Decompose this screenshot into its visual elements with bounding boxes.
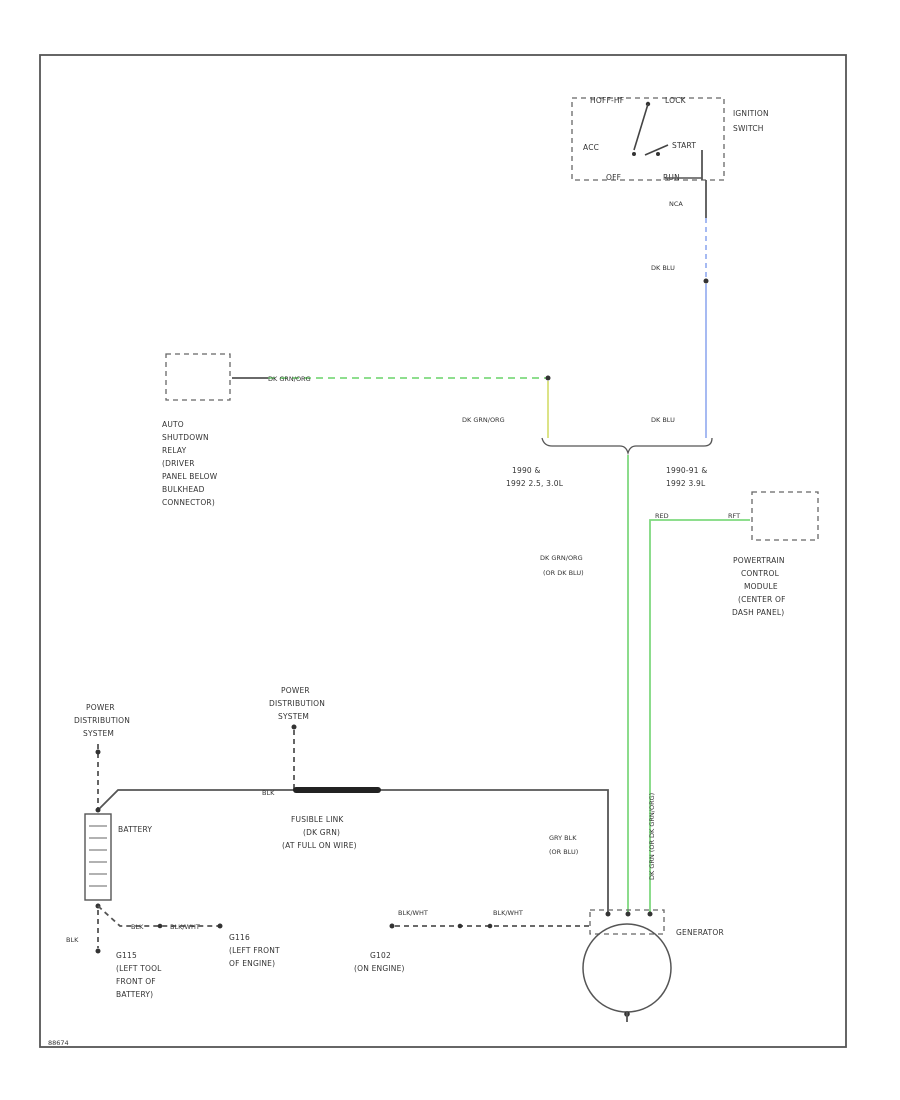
- generator-body: [582, 923, 672, 1013]
- g102-label-2: (ON ENGINE): [354, 964, 405, 973]
- g115-label-3: FRONT OF: [116, 977, 156, 986]
- wire-label-dk-grn-vertical: DK GRN (OR DK GRN/ORG): [648, 793, 656, 880]
- pcm-label-3: MODULE: [744, 582, 778, 591]
- pcm-label-1: POWERTRAIN: [733, 556, 785, 565]
- gen-terminal-2: [625, 911, 631, 917]
- pcm-box: [751, 491, 819, 541]
- wire-batt-ground: [97, 905, 220, 927]
- asd-relay-box: [165, 353, 231, 401]
- battery: [84, 807, 112, 909]
- g115-ground-dot: [95, 948, 101, 954]
- wire-label-asd-dk-grn-org: DK GRN/ORG: [268, 375, 311, 383]
- wire-battery-feed: [97, 789, 609, 912]
- g102-connector: [457, 923, 463, 929]
- wire-label-blk-wht-1: BLK/WHT: [398, 909, 428, 917]
- pdc-mid-1: POWER: [281, 686, 310, 695]
- pcm-label: POWERTRAIN CONTROL MODULE (CENTER OF DAS…: [732, 556, 786, 617]
- split-left-2: 1992 2.5, 3.0L: [506, 479, 564, 488]
- generator: [582, 909, 672, 1022]
- g102-connector-2: [487, 923, 493, 929]
- asd-relay-label: AUTO SHUTDOWN RELAY (DRIVER PANEL BELOW …: [162, 420, 218, 507]
- g102-ground-dot: [389, 923, 395, 929]
- g115-label-2: (LEFT TOOL: [116, 964, 162, 973]
- splice-asd: [545, 375, 551, 381]
- ign-label-hoff: HOFF-HF: [590, 96, 624, 105]
- splice-dk-blu: [703, 278, 709, 284]
- wire-label-blk-wht-2: BLK/WHT: [493, 909, 523, 917]
- wire-label-blk-g116: BLK: [131, 923, 144, 931]
- figure-id: 88674: [48, 1039, 69, 1047]
- ign-label-lock: LOCK: [665, 96, 687, 105]
- ign-contact-run: [656, 152, 660, 156]
- g116-label-2: (LEFT FRONT: [229, 946, 280, 955]
- g116-ground-dot: [217, 923, 223, 929]
- g115-label-4: BATTERY): [116, 990, 153, 999]
- pcm-label-5: DASH PANEL): [732, 608, 784, 617]
- pdc-left-terminal: [95, 749, 101, 755]
- fusible-label-3: (AT FULL ON WIRE): [282, 841, 357, 850]
- asd-label-4: (DRIVER: [162, 459, 195, 468]
- asd-label-2: SHUTDOWN: [162, 433, 209, 442]
- generator-connector: [589, 909, 665, 935]
- split-left-1: 1990 &: [512, 466, 541, 475]
- pdc-mid-terminal: [291, 724, 297, 730]
- wire-label-dk-blu-top: DK BLU: [651, 264, 675, 272]
- wire-label-blk-wht: BLK/WHT: [170, 923, 200, 931]
- pcm-label-2: CONTROL: [741, 569, 780, 578]
- battery-body: [84, 813, 112, 901]
- split-right-2: 1992 3.9L: [666, 479, 706, 488]
- wire-label-blk-pdc: BLK: [262, 789, 275, 797]
- asd-label-1: AUTO: [162, 420, 184, 429]
- ignition-switch-name-1: IGNITION: [733, 109, 769, 118]
- battery-label: BATTERY: [118, 825, 152, 834]
- wire-label-blk-batt: BLK: [66, 936, 79, 944]
- wire-label-pcm-right: RFT: [728, 512, 740, 520]
- fusible-label-2: (DK GRN): [303, 828, 340, 837]
- g116-label-3: OF ENGINE): [229, 959, 275, 968]
- ign-label-acc: ACC: [583, 143, 599, 152]
- wire-label-dk-blu-bottom: DK BLU: [651, 416, 675, 424]
- asd-label-6: BULKHEAD: [162, 485, 205, 494]
- wire-pcm: [649, 519, 750, 912]
- ign-contact-acc: [632, 152, 636, 156]
- ign-label-start: START: [672, 141, 696, 150]
- g102-label-1: G102: [370, 951, 391, 960]
- pdc-mid-label: POWER DISTRIBUTION SYSTEM: [269, 686, 325, 721]
- pdc-mid-2: DISTRIBUTION: [269, 699, 325, 708]
- wire-label-dk-grn-org-2: DK GRN/ORG: [462, 416, 505, 424]
- ignition-switch-box: [571, 97, 725, 181]
- pdc-left-label: POWER DISTRIBUTION SYSTEM: [74, 703, 130, 738]
- g116-label-1: G116: [229, 933, 250, 942]
- pdc-left-1: POWER: [86, 703, 115, 712]
- asd-label-7: CONNECTOR): [162, 498, 215, 507]
- asd-label-5: PANEL BELOW: [162, 472, 218, 481]
- ign-label-off: OFF: [606, 173, 621, 182]
- g116-connector: [157, 923, 163, 929]
- wire-label-dk-grnorg-1: DK GRN/ORG: [540, 554, 583, 562]
- wire-label-grn-blk-2: (OR BLU): [549, 848, 578, 856]
- split-right-1: 1990-91 &: [666, 466, 707, 475]
- pcm-label-4: (CENTER OF: [738, 595, 786, 604]
- pdc-left-2: DISTRIBUTION: [74, 716, 130, 725]
- g115-label-1: G115: [116, 951, 137, 960]
- gen-terminal-3: [647, 911, 653, 917]
- wire-label-grn-blk-1: GRY BLK: [549, 834, 577, 842]
- diagram-frame: [39, 54, 847, 1048]
- wire-label-nca: NCA: [669, 200, 683, 208]
- wire-label-pcm-left: RED: [655, 512, 669, 520]
- gen-terminal-1: [605, 911, 611, 917]
- asd-label-3: RELAY: [162, 446, 187, 455]
- generator-label: GENERATOR: [676, 928, 724, 937]
- model-split-brace: [541, 437, 713, 456]
- wire-label-dk-grnorg-2: (OR DK BLU): [543, 569, 584, 577]
- pdc-left-3: SYSTEM: [83, 729, 114, 738]
- ign-blade: [633, 103, 649, 151]
- ignition-switch-name-2: SWITCH: [733, 124, 764, 133]
- battery-pos-terminal: [95, 807, 101, 813]
- ignition-switch: HOFF-HF LOCK ACC START OFF RUN IGNITION …: [571, 96, 769, 182]
- pdc-mid-3: SYSTEM: [278, 712, 309, 721]
- ign-blade-2: [644, 144, 669, 156]
- fusible-label-1: FUSIBLE LINK: [291, 815, 344, 824]
